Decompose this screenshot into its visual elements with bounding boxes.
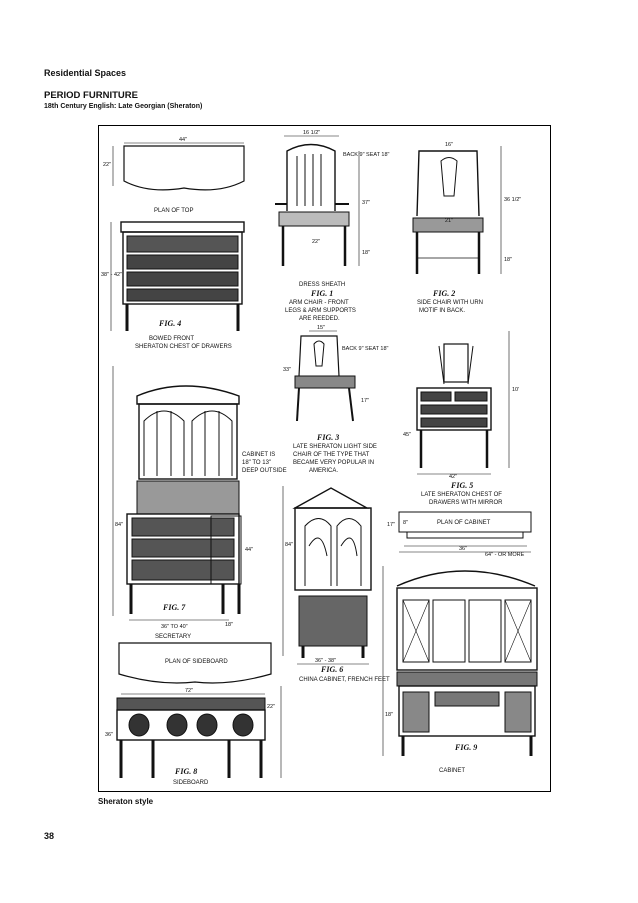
illustration-frame: 44" 22" PLAN OF TOP 38" - 42" FIG. 4 BOW… <box>98 125 551 792</box>
fig6-china-cabinet <box>282 486 372 665</box>
fig8-dim-depth: 22" <box>267 704 275 710</box>
fig5-chest-mirror <box>416 331 510 475</box>
fig7-dim-depth: 18" <box>225 622 233 628</box>
fig4-chest <box>110 221 245 331</box>
figure-caption: Sheraton style <box>98 797 154 806</box>
fig8-label: FIG. 8 <box>174 767 197 776</box>
fig7-note: SECRETARY <box>155 634 191 640</box>
fig2-note-1: SIDE CHAIR WITH URN <box>417 300 483 306</box>
fig3-dim-height: 33" <box>283 367 291 373</box>
fig9-plan <box>398 511 532 553</box>
fig1-dim-width: 16 1/2" <box>303 130 320 136</box>
fig2-note-2: MOTIF IN BACK. <box>419 308 465 314</box>
fig9-plan-label: PLAN OF CABINET <box>437 520 491 526</box>
fig4-plan-label: PLAN OF TOP <box>154 208 193 214</box>
fig7-secretary <box>112 366 242 621</box>
fig5-dim-height: 10' <box>512 387 519 393</box>
fig1-note-2: LEGS & ARM SUPPORTS <box>285 308 356 314</box>
fig4-dim-height: 38" - 42" <box>101 272 122 278</box>
fig9-label: FIG. 9 <box>454 743 477 752</box>
fig7-label: FIG. 7 <box>162 603 186 612</box>
fig9-note: CABINET <box>439 768 465 774</box>
fig7-side-note-3: DEEP OUTSIDE <box>242 468 287 474</box>
fig7-dim-height: 84" <box>115 522 123 528</box>
fig1-dim-seat-width: 22" <box>312 239 320 245</box>
fig3-note-1: LATE SHERATON LIGHT SIDE <box>293 444 377 450</box>
fig7-side-note-2: 18" TO 13" <box>242 460 271 466</box>
fig6-dim-width: 36" - 38" <box>315 658 336 664</box>
fig9-dim-inner: 36" <box>459 546 467 552</box>
fig2-dim-height: 36 1/2" <box>504 197 521 203</box>
fig6-label: FIG. 6 <box>320 665 343 674</box>
fig6-dim-height: 84" <box>285 542 293 548</box>
fig4-dim-depth: 22" <box>103 162 111 168</box>
page-title: PERIOD FURNITURE <box>44 90 138 101</box>
fig1-top-note: DRESS SHEATH <box>299 282 345 288</box>
fig3-note-4: AMERICA. <box>309 468 338 474</box>
fig4-label: FIG. 4 <box>158 319 181 328</box>
fig3-note-2: CHAIR OF THE TYPE THAT <box>293 452 370 458</box>
fig8-plan <box>118 642 272 684</box>
fig5-dim-body: 45" <box>403 432 411 438</box>
fig1-arm-chair <box>275 135 360 266</box>
fig6-note: CHINA CABINET, FRENCH FEET <box>299 677 390 683</box>
fig4-plan <box>112 142 245 191</box>
fig2-label: FIG. 2 <box>432 289 455 298</box>
fig9-dim-leg: 18" <box>385 712 393 718</box>
fig5-label: FIG. 5 <box>450 481 473 490</box>
page-number: 38 <box>44 831 55 841</box>
fig8-plan-label: PLAN OF SIDEBOARD <box>165 659 228 665</box>
fig1-label: FIG. 1 <box>310 289 333 298</box>
fig5-dim-width: 42" <box>449 474 457 480</box>
fig1-note-3: ARE REEDED. <box>299 316 340 322</box>
fig1-dim-seat-height: 18" <box>362 250 370 256</box>
fig1-dim-height: 37" <box>362 200 370 206</box>
fig4-note-1: BOWED FRONT <box>149 336 194 342</box>
fig2-dim-seat: 21" <box>445 218 453 224</box>
fig9-dim-small: 8" <box>403 520 408 526</box>
fig9-dim-depth: 17" <box>387 522 395 528</box>
furniture-illustration: 44" 22" PLAN OF TOP 38" - 42" FIG. 4 BOW… <box>101 130 538 786</box>
fig7-dim-width: 36" TO 40" <box>161 624 188 630</box>
fig8-note: SIDEBOARD <box>173 780 209 786</box>
fig2-dim-seat-height: 18" <box>504 257 512 263</box>
fig8-dim-height: 36" <box>105 732 113 738</box>
fig1-dim-seat: BACK 9" SEAT 18" <box>343 152 390 158</box>
fig4-dim-width: 44" <box>179 137 187 143</box>
fig7-dim-base: 44" <box>245 547 253 553</box>
section-heading: Residential Spaces <box>44 68 127 78</box>
fig3-label: FIG. 3 <box>316 433 339 442</box>
page-subtitle: 18th Century English: Late Georgian (She… <box>44 103 203 110</box>
fig7-side-note-1: CABINET IS <box>242 452 275 458</box>
fig2-side-chair <box>412 146 502 274</box>
fig2-dim-width: 16" <box>445 142 453 148</box>
fig9-dim-width: 64" - OR MORE <box>485 552 525 558</box>
fig3-note-3: BECAME VERY POPULAR IN <box>293 460 374 466</box>
fig5-note-1: LATE SHERATON CHEST OF <box>421 492 502 498</box>
fig4-note-2: SHERATON CHEST OF DRAWERS <box>135 344 232 350</box>
fig3-dim-seat: BACK 9" SEAT 18" <box>342 346 389 352</box>
fig5-note-2: DRAWERS WITH MIRROR <box>429 500 503 506</box>
fig1-note-1: ARM CHAIR - FRONT <box>289 300 349 306</box>
fig3-light-chair <box>294 330 356 422</box>
fig3-dim-seat-height: 17" <box>361 398 369 404</box>
fig8-dim-width: 72" <box>185 688 193 694</box>
fig3-dim-width: 15" <box>317 325 325 331</box>
fig8-sideboard <box>116 686 282 778</box>
fig9-cabinet <box>382 566 538 756</box>
